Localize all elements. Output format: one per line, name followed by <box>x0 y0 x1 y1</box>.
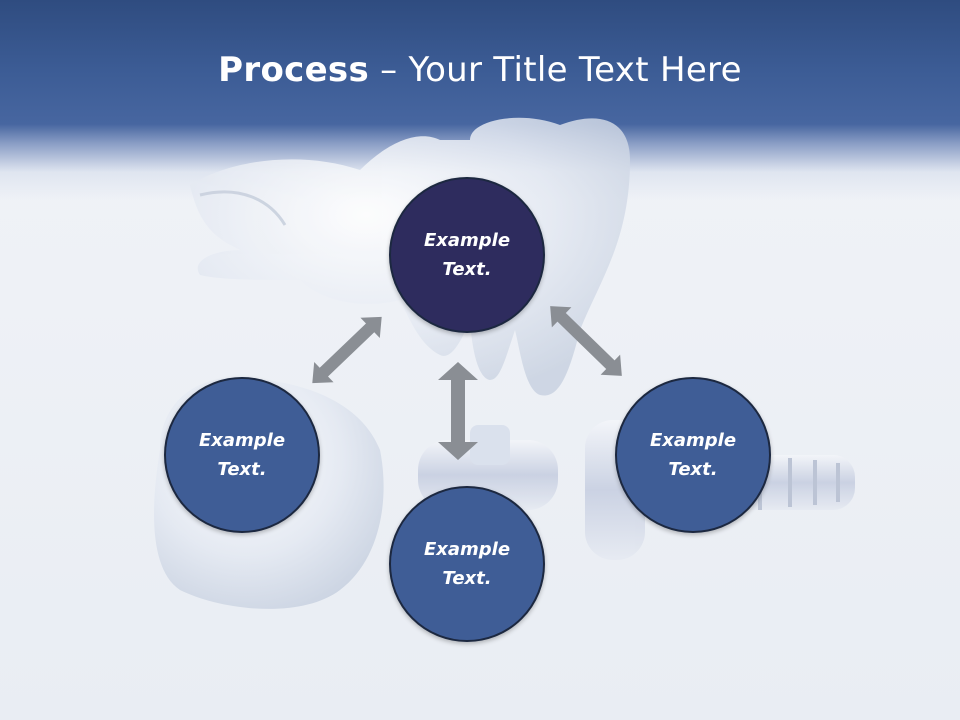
page-title: Process – Your Title Text Here <box>0 50 960 90</box>
title-rest: – Your Title Text Here <box>369 50 742 90</box>
title-bold: Process <box>218 50 370 90</box>
process-node-left[interactable]: Example Text. <box>164 377 320 533</box>
arrow-right-diagonal <box>550 306 622 376</box>
process-node-right[interactable]: Example Text. <box>615 377 771 533</box>
process-node-right-label: Example Text. <box>649 430 737 480</box>
process-node-bottom-label: Example Text. <box>423 539 511 589</box>
process-node-left-label: Example Text. <box>198 430 286 480</box>
process-node-top[interactable]: Example Text. <box>389 177 545 333</box>
arrow-left-diagonal <box>312 316 382 384</box>
process-node-top-label: Example Text. <box>423 230 511 280</box>
process-node-bottom[interactable]: Example Text. <box>389 486 545 642</box>
arrow-vertical <box>438 362 478 460</box>
